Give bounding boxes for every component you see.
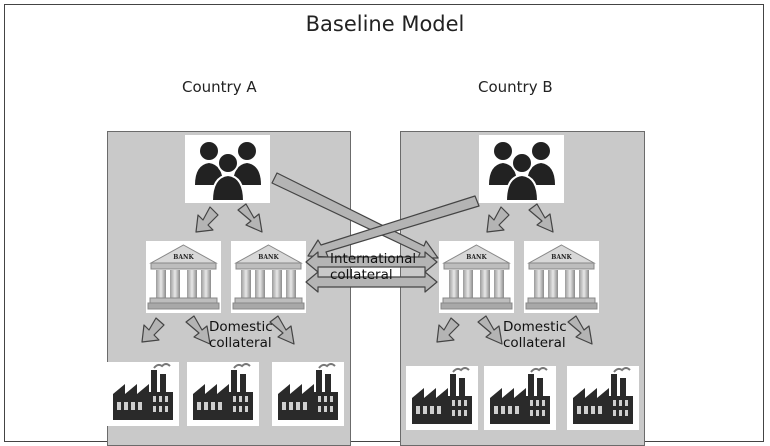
bank-sign-text: BANK bbox=[173, 254, 194, 261]
factory-icon bbox=[573, 367, 633, 424]
households-b bbox=[479, 135, 564, 203]
domestic-label-a-line2: collateral bbox=[209, 335, 272, 351]
factory-a2 bbox=[187, 362, 259, 426]
factory-a1 bbox=[107, 362, 179, 426]
domestic-label-b-line2: collateral bbox=[503, 335, 566, 351]
factory-icon bbox=[113, 363, 173, 420]
international-label-line2: collateral bbox=[330, 267, 393, 283]
domestic-label-a-line1: Domestic bbox=[209, 319, 273, 335]
international-label-line1: International bbox=[330, 251, 417, 267]
bank-sign-text: BANK bbox=[551, 254, 572, 261]
bank-building-icon bbox=[525, 244, 598, 310]
factory-icon bbox=[193, 363, 253, 420]
factory-icon bbox=[412, 367, 472, 424]
diagram-title: Baseline Model bbox=[305, 12, 465, 36]
bank-a1: BANK bbox=[146, 241, 221, 313]
bank-sign-text: BANK bbox=[258, 254, 279, 261]
factory-a3 bbox=[272, 362, 344, 426]
people-group-icon bbox=[489, 142, 555, 202]
country-b-label: Country B bbox=[478, 78, 553, 96]
bank-a2: BANK bbox=[231, 241, 306, 313]
bank-building-icon bbox=[232, 244, 305, 310]
bank-b2: BANK bbox=[524, 241, 599, 313]
factory-b1 bbox=[406, 366, 478, 430]
factory-icon bbox=[490, 367, 550, 424]
factory-b2 bbox=[484, 366, 556, 430]
bank-building-icon bbox=[440, 244, 513, 310]
households-a bbox=[185, 135, 270, 203]
factory-icon bbox=[278, 363, 338, 420]
bank-sign-text: BANK bbox=[466, 254, 487, 261]
domestic-label-b-line1: Domestic bbox=[503, 319, 567, 335]
country-a-label: Country A bbox=[182, 78, 257, 96]
people-group-icon bbox=[195, 142, 261, 202]
bank-building-icon bbox=[147, 244, 220, 310]
bank-b1: BANK bbox=[439, 241, 514, 313]
factory-b3 bbox=[567, 366, 639, 430]
